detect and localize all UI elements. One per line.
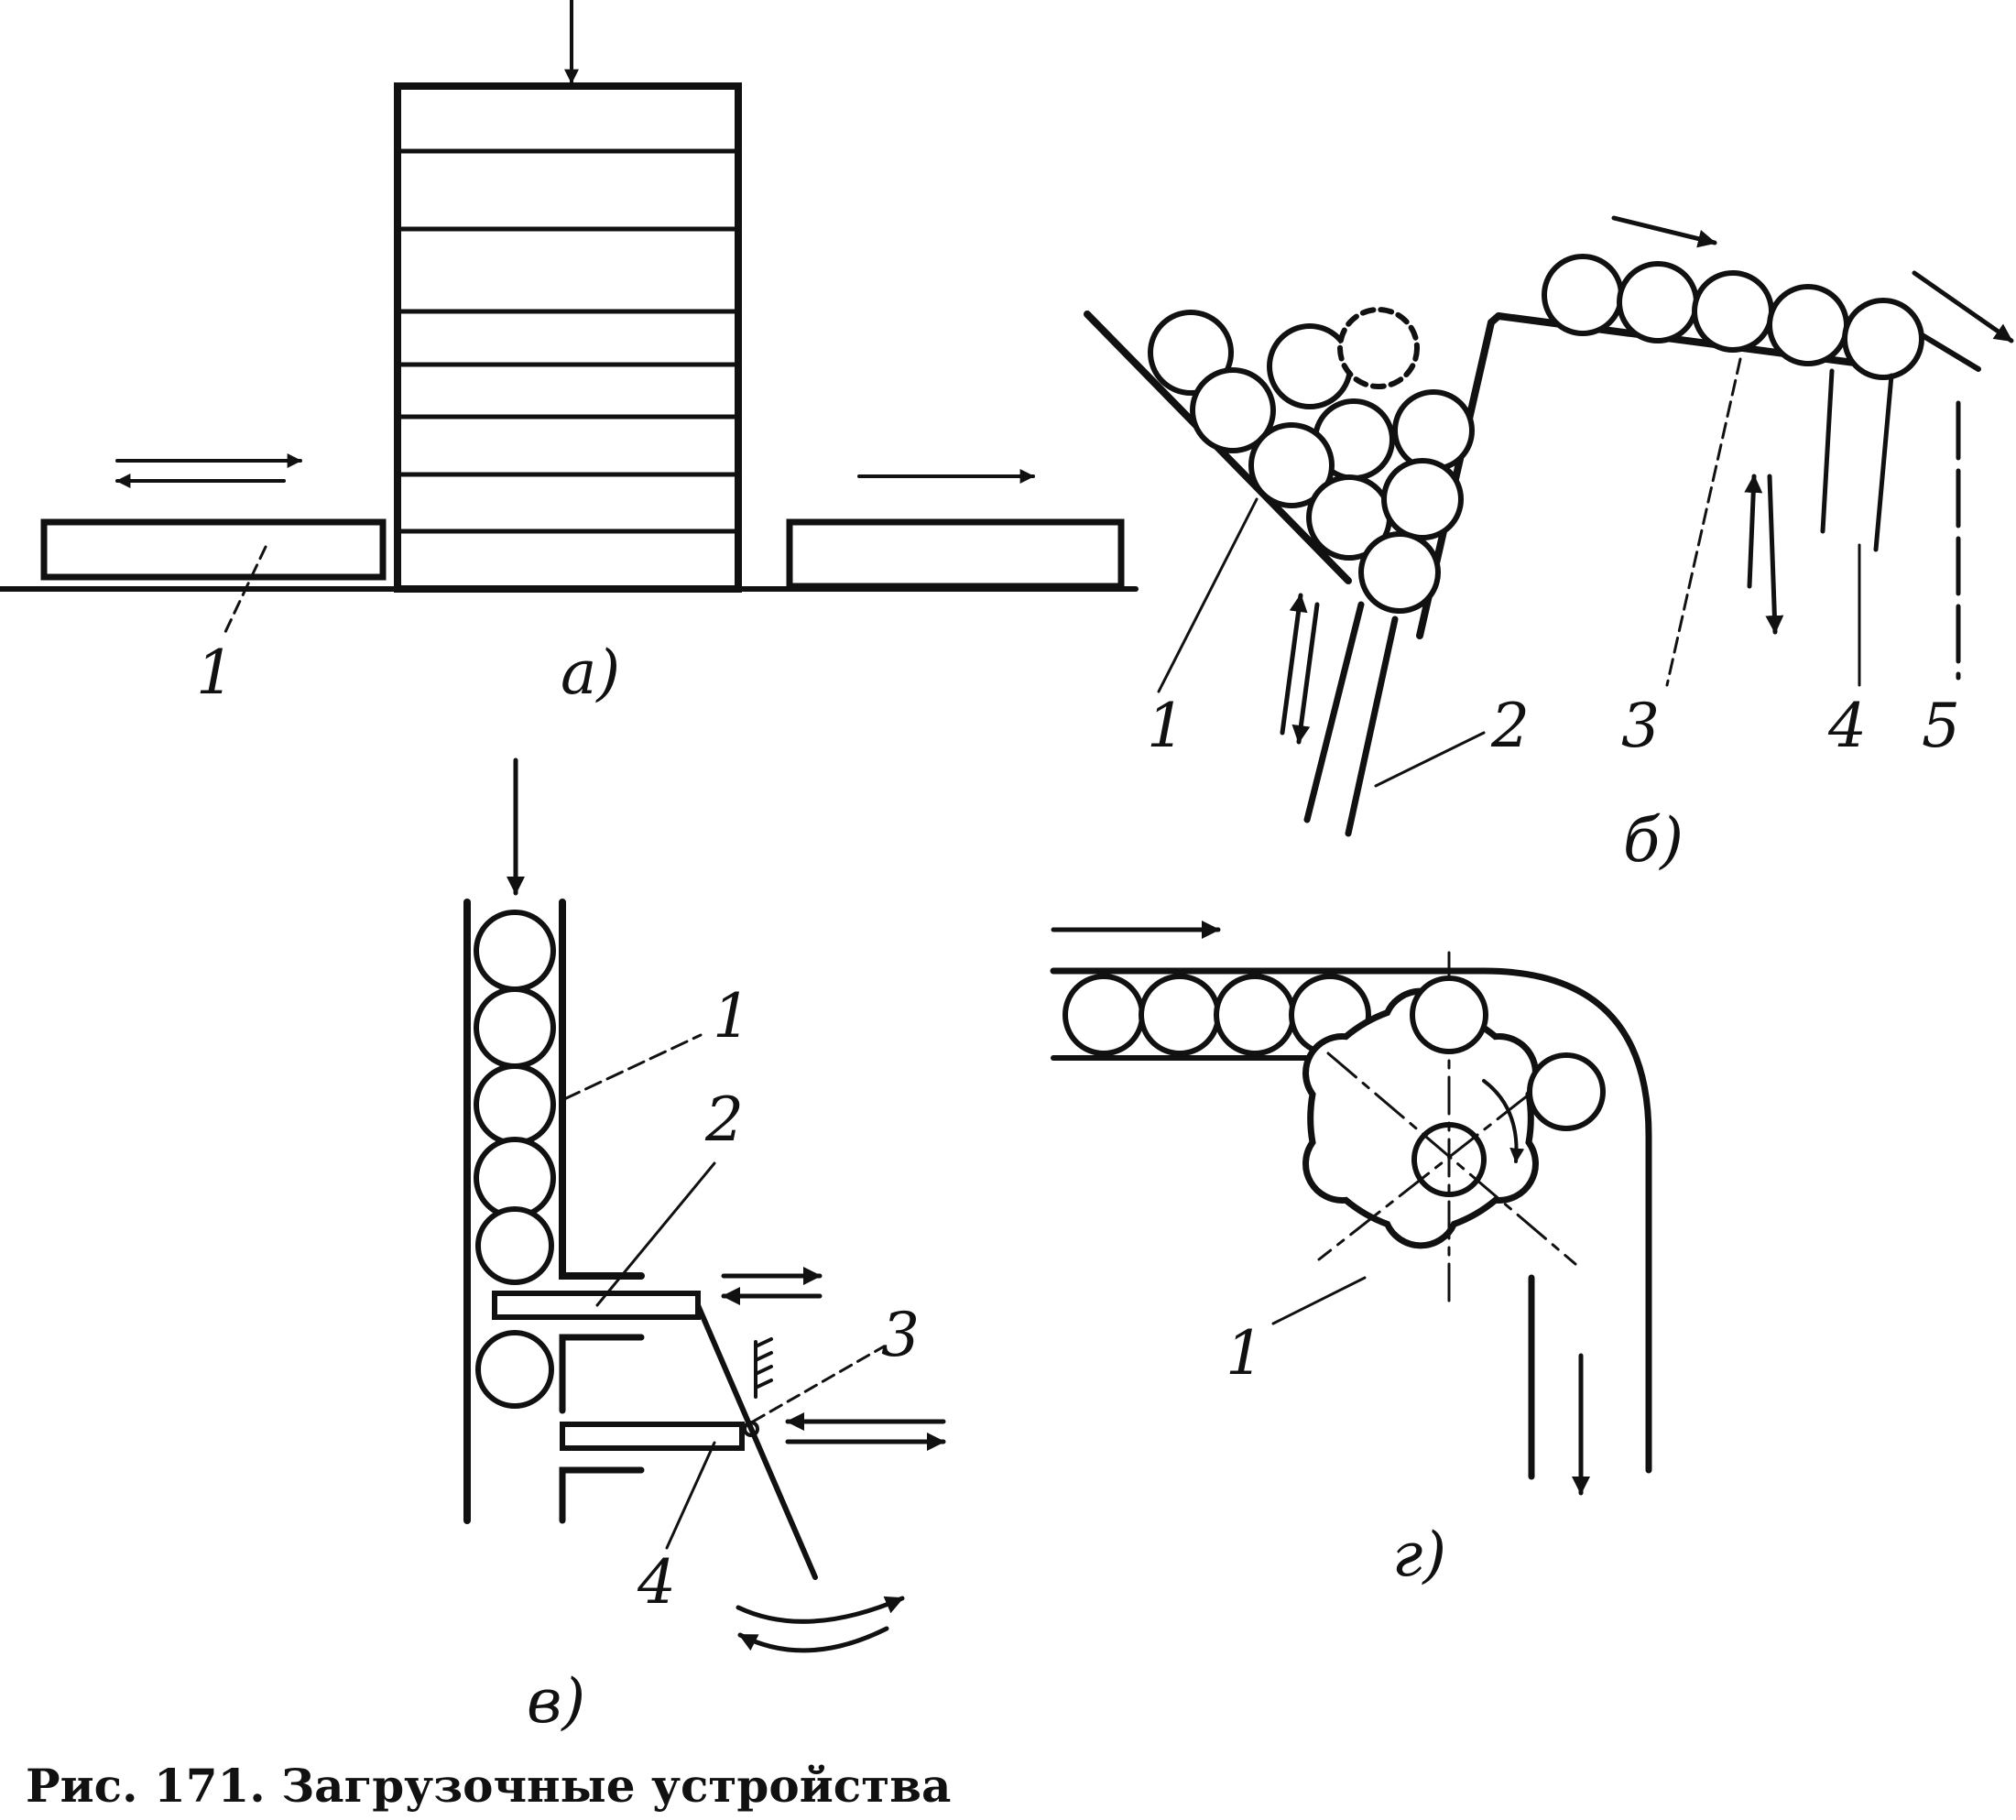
panel-b-callout-1-leader — [1157, 497, 1259, 693]
panel-v-callout-1-leader — [562, 1033, 703, 1101]
panel-a-pusher — [40, 518, 387, 581]
panel-a — [0, 0, 1139, 634]
panel-b-callout-1: 1 — [1147, 691, 1185, 761]
panel-v-callout-2-leader — [595, 1161, 716, 1307]
panel-b-label: б) — [1623, 805, 1684, 876]
panel-a-callout-1-leader — [223, 545, 267, 634]
panel-b-callout-4: 4 — [1827, 691, 1867, 761]
panel-b-callout-3: 3 — [1621, 691, 1660, 761]
panel-v-guide-block-upper — [559, 1334, 645, 1414]
panel-b-track-arrow-down — [1765, 474, 1784, 635]
panel-g-callout-1: 1 — [1226, 1318, 1264, 1389]
panel-v-guide-block-lower — [559, 1466, 645, 1524]
panel-b — [1084, 215, 2014, 837]
panel-v-callout-4: 4 — [637, 1547, 676, 1618]
figure-caption: Рис. 171. Загрузочные устройства — [26, 1759, 952, 1813]
panel-a-outlet-blank — [786, 518, 1125, 590]
panel-v-lever-support — [754, 1337, 773, 1399]
panel-v-lever-pivot — [743, 1421, 759, 1437]
panel-v-lever — [695, 1302, 818, 1580]
panel-b-callout-2-leader — [1374, 731, 1486, 788]
panel-b-lifter-left — [1303, 601, 1365, 823]
panel-b-lifter-right — [1345, 616, 1399, 837]
panel-g-outer-guide — [1050, 967, 1652, 1474]
panel-v-callout-3-leader — [751, 1345, 886, 1423]
panel-b-callout-5: 5 — [1922, 691, 1960, 761]
panel-v-slide-lower — [560, 1422, 745, 1451]
panel-a-magazine — [394, 82, 742, 593]
panel-v-callout-3: 3 — [881, 1300, 920, 1370]
panel-v-magazine-blanks — [474, 910, 556, 1409]
panel-v-swing-arc-upper — [736, 1596, 905, 1624]
panel-v-callout-2: 2 — [704, 1084, 744, 1155]
panel-b-track-arrow-up — [1744, 474, 1763, 589]
panel-b-guide-4b — [1873, 373, 1894, 552]
panel-g-pocket-blank-right — [1527, 1052, 1606, 1131]
panel-v-callout-1: 1 — [713, 981, 751, 1052]
panel-a-magazine-layers — [395, 148, 741, 534]
panel-g-label: г) — [1392, 1520, 1446, 1590]
panel-b-exit-arrow — [1912, 270, 2014, 343]
panel-b-callout-2: 2 — [1490, 691, 1530, 761]
panel-b-hopper-blanks — [1148, 307, 1475, 614]
panel-g-rotation-arrow — [1482, 1079, 1525, 1163]
panel-b-lifter-arrow-up — [1280, 593, 1308, 736]
panel-g-chute-blanks — [1062, 974, 1371, 1056]
panel-v-label: в) — [527, 1666, 585, 1737]
panel-b-lifter-arrow-down — [1291, 602, 1320, 745]
panel-v-callout-4-leader — [665, 1441, 716, 1550]
panel-a-callout-1: 1 — [196, 638, 234, 708]
panel-v — [463, 757, 946, 1653]
panel-g-callout-1-leader — [1271, 1276, 1367, 1325]
panel-b-guide-4a — [1820, 368, 1835, 534]
panel-g-pocket-blank-top — [1410, 975, 1488, 1054]
panel-v-swing-arc-lower — [737, 1626, 889, 1653]
panel-b-callout-3-leader — [1665, 357, 1742, 687]
panel-v-magazine-right-wall — [559, 899, 645, 1280]
panel-g — [1050, 921, 1652, 1496]
panel-a-label: а) — [561, 638, 620, 708]
panel-b-flow-arrow — [1611, 215, 1717, 248]
panel-b-track-blanks — [1542, 254, 1924, 380]
